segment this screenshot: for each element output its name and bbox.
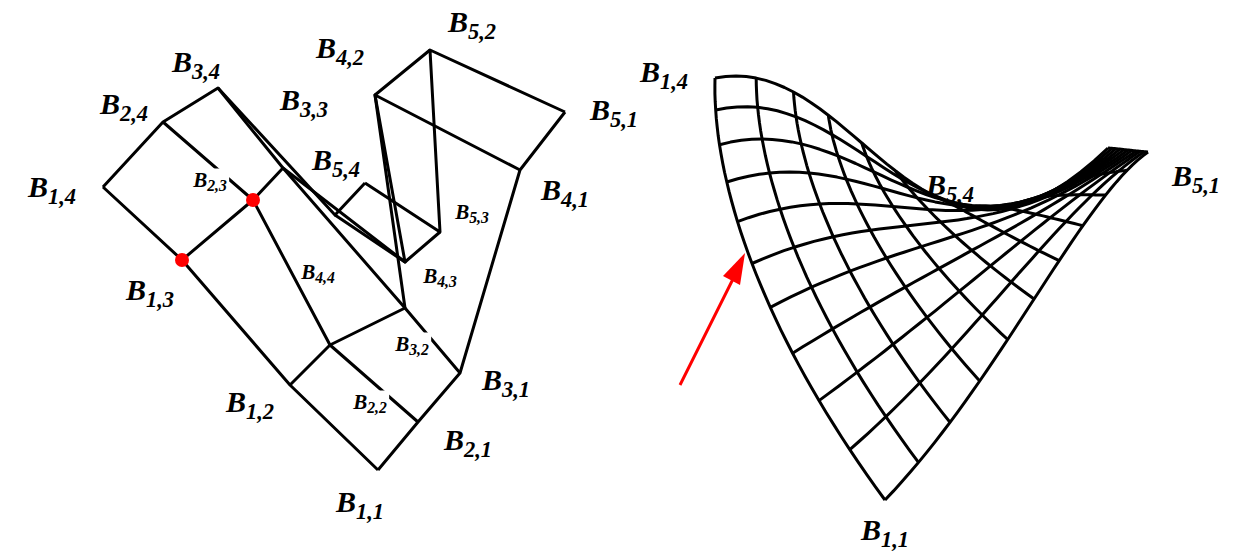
mesh-line	[819, 151, 1140, 400]
control-point-label: B2,1	[442, 424, 494, 456]
surface-mesh	[715, 76, 1148, 500]
control-point-label: B3,2	[393, 333, 431, 356]
control-point-label: B1,4	[26, 171, 78, 203]
control-point-label: B1,2	[224, 386, 276, 418]
mesh-line	[1108, 148, 1148, 152]
control-point-label: B2,3	[191, 169, 229, 192]
highlight-dot	[175, 253, 189, 267]
mesh-line	[752, 150, 1128, 264]
highlight-dot	[246, 193, 260, 207]
control-point-label: B5,4	[924, 169, 976, 201]
red-arrow	[680, 253, 745, 385]
control-point-label: B3,3	[278, 84, 330, 116]
control-point-label: B2,2	[351, 391, 389, 414]
control-point-label: B1,3	[124, 274, 176, 306]
control-point-label: B4,1	[539, 174, 591, 206]
control-point-label: B3,1	[480, 364, 532, 396]
mesh-line	[794, 92, 951, 422]
mesh-line	[715, 76, 1108, 210]
control-point-label: B2,4	[98, 88, 150, 120]
mesh-line	[727, 149, 1120, 207]
control-point-label: B5,2	[446, 6, 498, 38]
control-point-label: B1,1	[334, 486, 386, 518]
control-point-label: B1,4	[638, 56, 690, 88]
control-point-label: B1,1	[859, 514, 911, 546]
mesh-line	[720, 139, 1116, 206]
control-point-label: B5,1	[588, 94, 640, 126]
control-point-label: B3,4	[170, 46, 222, 78]
control-net	[103, 50, 565, 470]
mesh-line	[850, 152, 1144, 450]
control-point-label: B5,4	[310, 144, 362, 176]
mesh-line	[1055, 170, 1127, 189]
control-point-label: B4,2	[314, 32, 366, 64]
control-point-label: B5,3	[453, 201, 491, 224]
control-point-label: B4,3	[421, 265, 459, 288]
control-point-label: B4,4	[299, 261, 337, 284]
control-point-label: B5,1	[1170, 160, 1222, 192]
mesh-line	[828, 115, 979, 381]
